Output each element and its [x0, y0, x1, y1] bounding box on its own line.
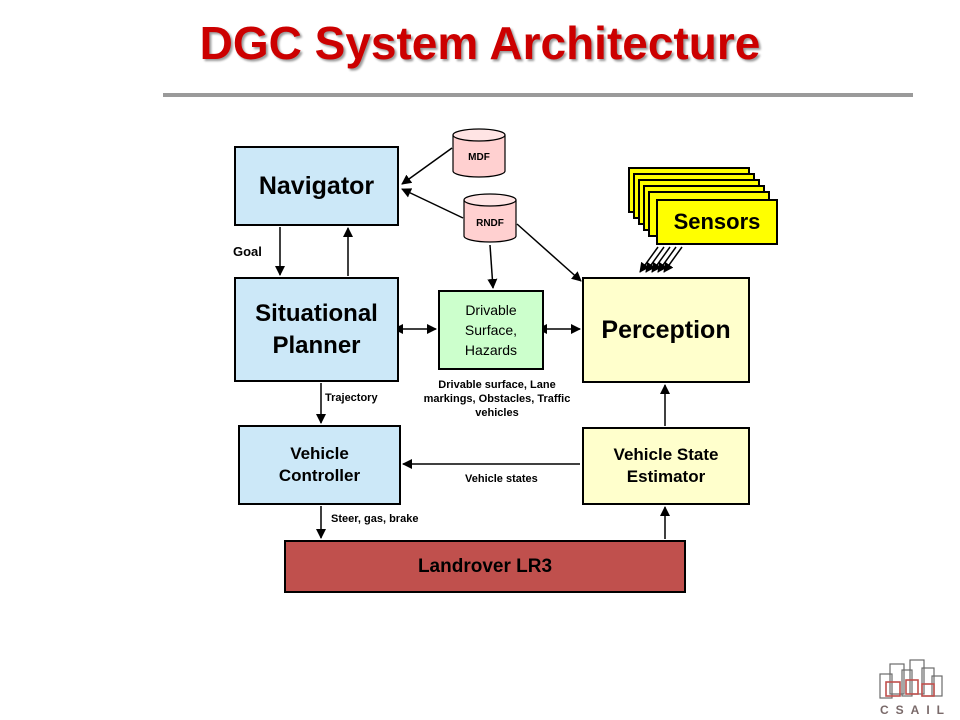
sensor-arrow: [651, 246, 671, 273]
csail-logo-text: CSAIL: [880, 703, 951, 717]
database-shape: [463, 193, 517, 243]
slide-title: DGC System Architecture: [199, 17, 761, 69]
goal-label: Goal: [233, 244, 262, 259]
landrover-box: Landrover LR3: [284, 540, 686, 593]
vehicle-state-estimator-box: Vehicle State Estimator: [582, 427, 750, 505]
sensors-label: Sensors: [673, 209, 761, 234]
mdf-database-icon: MDF: [452, 128, 506, 178]
estimator-label-line: Estimator: [626, 467, 706, 486]
landrover-label: Landrover LR3: [417, 555, 553, 577]
situational-planner-label-line: Situational: [255, 299, 378, 327]
mdf-label: MDF: [468, 152, 490, 163]
drivable-output-label: Drivable surface, Lane markings, Obstacl…: [423, 379, 571, 419]
drivable-label-line: Surface,: [464, 322, 518, 338]
steer-gas-brake-label: Steer, gas, brake: [331, 513, 419, 525]
rndf-to-drivable-arrow: [487, 244, 498, 289]
vehicle-controller-box: Vehicle Controller: [238, 425, 401, 505]
rndf-to-perception-arrow: [516, 223, 582, 282]
vehicle-states-label: Vehicle states: [465, 473, 538, 485]
database-shape: [452, 128, 506, 178]
situational-planner-box: Situational Planner: [234, 277, 399, 382]
situational-planner-label-line: Planner: [272, 331, 361, 359]
vehicle-controller-label-line: Vehicle: [290, 444, 349, 463]
title-divider: [163, 93, 913, 97]
drivable-label-line: Drivable: [465, 302, 517, 318]
navigator-label: Navigator: [258, 171, 375, 200]
navigator-box: Navigator: [234, 146, 399, 226]
rndf-database-icon: RNDF: [463, 193, 517, 243]
drivable-label-line: Hazards: [464, 342, 518, 358]
perception-label: Perception: [601, 315, 731, 344]
sensor-arrow: [639, 246, 659, 273]
drivable-surface-box: Drivable Surface, Hazards: [438, 290, 544, 370]
sensor-arrow: [663, 246, 683, 273]
mdf-to-navigator-arrow: [401, 147, 453, 185]
csail-logo-icon: [879, 659, 943, 699]
sensor-arrow: [645, 246, 665, 273]
trajectory-label: Trajectory: [325, 392, 378, 404]
rndf-label: RNDF: [476, 218, 504, 229]
perception-box: Perception: [582, 277, 750, 383]
rndf-to-navigator-arrow: [401, 188, 464, 219]
vehicle-controller-label-line: Controller: [278, 466, 361, 485]
estimator-label-line: Vehicle State: [613, 445, 719, 464]
sensors-box: Sensors: [656, 199, 778, 245]
sensor-arrow: [657, 246, 677, 273]
